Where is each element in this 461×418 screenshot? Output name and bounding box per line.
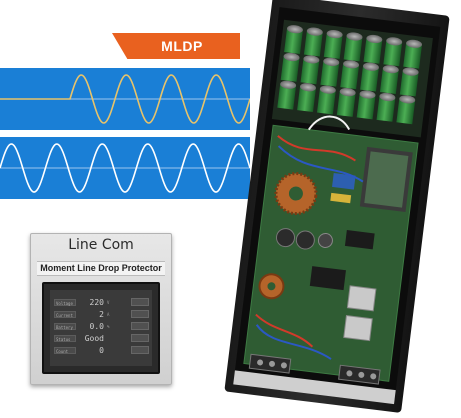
capacitor-top <box>343 60 360 69</box>
lcd-row-label: Battery <box>54 323 76 330</box>
lcd-row-voltage: Voltage 220 V <box>54 298 124 307</box>
lcd-row-count: Count 0 <box>54 346 124 355</box>
mid-capacitor-3 <box>317 232 333 248</box>
capacitor <box>280 56 300 82</box>
ic-chip-1 <box>344 230 375 250</box>
capacitor-top <box>323 57 340 66</box>
waveform-divider <box>0 130 250 137</box>
capacitor-top <box>346 32 363 41</box>
lcd-row-label: Count <box>54 347 76 354</box>
device-enclosure-graphic <box>224 0 450 413</box>
relay-blue <box>332 173 356 190</box>
lcd-row-value: 2 <box>99 310 104 319</box>
mldp-banner-label: MLDP <box>161 38 203 54</box>
mldp-banner: MLDP <box>112 33 240 59</box>
capacitor-top <box>379 92 396 102</box>
capacitor <box>320 60 340 87</box>
capacitor <box>284 28 303 55</box>
capacitor-top <box>326 29 343 39</box>
capacitor-top <box>280 80 297 89</box>
lcd-row-label: Voltage <box>54 299 76 306</box>
terminal-block <box>248 353 381 385</box>
capacitor <box>399 70 419 97</box>
lcd-row-status: Status Good <box>54 334 124 343</box>
capacitor <box>376 96 396 122</box>
lcd-side-button-4[interactable] <box>131 334 149 342</box>
capacitor-top <box>366 34 383 44</box>
capacitor <box>383 40 403 67</box>
lcd-row-value: Good <box>84 334 104 343</box>
capacitor <box>303 30 323 57</box>
lcd-row-battery: Battery 0.0 % <box>54 322 124 331</box>
bottom-rail <box>233 370 396 405</box>
lcd-side-button-2[interactable] <box>131 310 149 318</box>
lcd-side-button-3[interactable] <box>131 322 149 330</box>
capacitor <box>277 83 297 110</box>
capacitor-bank <box>277 25 423 125</box>
wire-blue <box>277 145 364 183</box>
capacitor <box>300 58 320 85</box>
capacitor <box>297 86 316 113</box>
lcd-row-unit: A <box>107 312 110 317</box>
waveform-panel-input <box>0 68 250 130</box>
fuse-yellow <box>330 192 352 204</box>
capacitor <box>396 98 416 125</box>
bridge-rectifier-2 <box>343 315 373 342</box>
capacitor-top <box>402 67 419 76</box>
capacitor-top <box>283 52 300 62</box>
capacitor-top <box>319 85 336 94</box>
capacitor-top <box>386 37 403 46</box>
lcd-row-value: 0.0 <box>89 322 104 331</box>
lcd-subtitle: Moment Line Drop Protector <box>37 261 165 276</box>
waveform-output-line <box>0 143 250 193</box>
capacitor-top <box>382 65 399 74</box>
capacitor-top <box>359 90 376 99</box>
lcd-row-label: Current <box>54 311 76 318</box>
waveform-output-graphic <box>0 137 250 199</box>
capacitor <box>340 63 360 90</box>
lcd-row-label: Status <box>54 335 76 342</box>
wire-red <box>277 135 356 162</box>
mid-capacitor-2 <box>295 230 315 250</box>
capacitor <box>363 37 383 64</box>
capacitor-top <box>406 39 423 48</box>
capacitor-top <box>300 83 316 92</box>
capacitor <box>323 33 343 59</box>
wire-white <box>307 115 351 131</box>
capacitor <box>360 65 379 92</box>
lcd-display-unit: Line Com Moment Line Drop Protector Volt… <box>30 233 172 385</box>
capacitor-top <box>287 25 303 34</box>
lcd-row-unit: V <box>107 300 110 305</box>
capacitor-top <box>306 27 323 36</box>
capacitor <box>336 91 356 117</box>
lcd-row-value: 0 <box>99 346 104 355</box>
bridge-rectifier-1 <box>346 285 377 312</box>
lcd-brand-name: Line Com <box>68 237 134 253</box>
ic-chip-2 <box>309 266 346 291</box>
capacitor-top <box>363 62 379 71</box>
capacitor-top <box>339 88 356 97</box>
toroid-coil <box>274 172 318 216</box>
lcd-row-value: 220 <box>89 298 104 307</box>
lcd-side-button-1[interactable] <box>131 298 149 306</box>
lcd-side-button-5[interactable] <box>131 346 149 354</box>
lcd-row-unit: % <box>107 324 110 329</box>
capacitor-top <box>399 95 416 104</box>
capacitor <box>356 93 376 120</box>
waveform-panel-output <box>0 137 250 199</box>
lcd-row-current: Current 2 A <box>54 310 124 319</box>
capacitor <box>379 68 399 94</box>
waveform-input-line <box>0 74 250 124</box>
waveform-input-graphic <box>0 68 250 130</box>
mid-capacitor-1 <box>275 228 295 248</box>
lcd-screen: Voltage 220 V Current 2 A Battery 0.0 % … <box>42 282 160 374</box>
capacitor-top <box>303 55 320 64</box>
device-enclosure-photo <box>210 0 461 414</box>
capacitor <box>316 88 336 115</box>
capacitor <box>403 42 423 69</box>
lcd-screen-inner: Voltage 220 V Current 2 A Battery 0.0 % … <box>50 290 152 366</box>
capacitor <box>343 35 363 62</box>
